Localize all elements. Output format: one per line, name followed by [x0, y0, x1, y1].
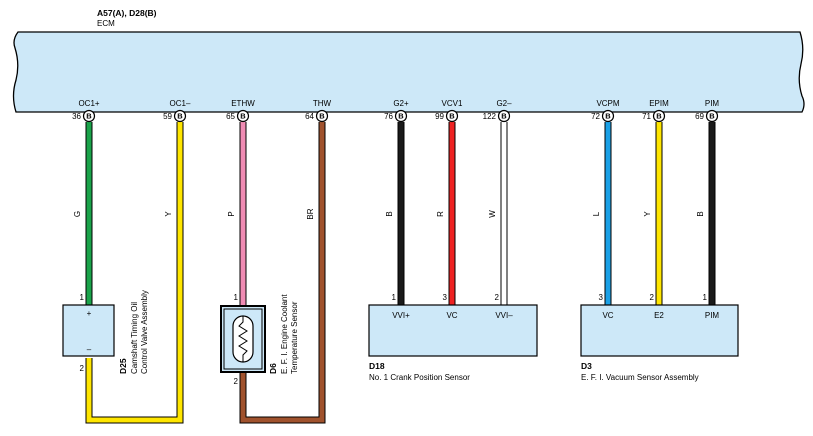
wire-code: P: [227, 211, 236, 216]
d18-body: [368, 304, 538, 357]
d6-name-1: E. F. I. Engine Coolant: [280, 294, 289, 374]
component-d6: 1 2 D6 E. F. I. Engine Coolant Temperatu…: [220, 293, 299, 386]
ecm-pin-name: ETHW: [231, 99, 255, 108]
wire-br-loop: [239, 122, 326, 424]
d25-minus: –: [87, 345, 92, 354]
svg-text:B: B: [709, 112, 715, 121]
ecm-pin-name: VCV1: [442, 99, 463, 108]
d3-pin-num: 1: [703, 293, 708, 302]
wire-y-loop: [85, 122, 184, 424]
d25-pin-bottom: 2: [80, 364, 85, 373]
d3-pin-num: 3: [599, 293, 604, 302]
connector-b-badge: [82, 109, 96, 123]
connector-b-badge: [601, 109, 615, 123]
d18-pin-label: VVI+: [392, 311, 410, 320]
connector-b-badge: [236, 109, 250, 123]
svg-text:B: B: [177, 112, 183, 121]
ecm-pin-name: OC1+: [78, 99, 99, 108]
d25-name-2: Control Valve Assembly: [140, 290, 149, 374]
wire-code: B: [696, 211, 705, 216]
d6-pin-top: 1: [234, 293, 239, 302]
d6-id: D6: [268, 363, 278, 374]
svg-text:B: B: [501, 112, 507, 121]
svg-text:B: B: [605, 112, 611, 121]
ecm-pin-number: 69: [695, 112, 704, 121]
d25-pin-top: 1: [80, 293, 85, 302]
d3-pin-label: PIM: [705, 311, 720, 320]
component-d25: 1 2 + – D25 Camshaft Timing Oil Control …: [62, 290, 149, 374]
d18-id: D18: [369, 361, 385, 371]
d18-pin-num: 2: [495, 293, 500, 302]
ecm-pin-name: THW: [313, 99, 332, 108]
ecm-pin-number: 36: [72, 112, 81, 121]
d3-body: [580, 304, 739, 357]
wire-code: R: [436, 211, 445, 217]
d18-pin-num: 1: [392, 293, 397, 302]
ecm-pin-name: G2+: [393, 99, 409, 108]
svg-text:B: B: [86, 112, 92, 121]
wire-code: Y: [164, 211, 173, 217]
ecm-component-label: ECM: [97, 19, 115, 28]
ecm-pin-number: 64: [305, 112, 314, 121]
ecm-pin-name: G2–: [496, 99, 512, 108]
ecm-pin-name: VCPM: [596, 99, 619, 108]
wire-color-labels: G Y P BR B R W L Y B: [73, 208, 705, 219]
d6-name-2: Temperature Sensor: [290, 301, 299, 374]
svg-text:B: B: [319, 112, 325, 121]
wire-code: Y: [643, 211, 652, 217]
svg-text:B: B: [398, 112, 404, 121]
d18-pin-label: VC: [446, 311, 457, 320]
connector-b-badge: [497, 109, 511, 123]
wire-code: G: [73, 211, 82, 217]
wire-code: B: [385, 211, 394, 216]
connector-b-badge: [652, 109, 666, 123]
svg-text:B: B: [449, 112, 455, 121]
wires: [85, 122, 716, 424]
ecm-pin-name: PIM: [705, 99, 720, 108]
ecm-pin-number: 71: [642, 112, 651, 121]
ecm-pin-number: 122: [483, 112, 497, 121]
d3-pin-label: E2: [654, 311, 664, 320]
connector-b-badge: [315, 109, 329, 123]
connector-b-badge: [705, 109, 719, 123]
wire-code: BR: [306, 208, 315, 219]
component-d18: 1 3 2 VVI+ VC VVI– D18 No. 1 Crank Posit…: [368, 293, 538, 382]
d3-pin-label: VC: [602, 311, 613, 320]
d18-pin-label: VVI–: [495, 311, 513, 320]
d3-name: E. F. I. Vacuum Sensor Assembly: [581, 373, 699, 382]
d25-id: D25: [118, 358, 128, 374]
ecm-connector-label: A57(A), D28(B): [97, 8, 157, 18]
ecm-pin-number: 59: [163, 112, 172, 121]
d25-body: [62, 304, 115, 357]
ecm-pin-number: 76: [384, 112, 393, 121]
d18-name: No. 1 Crank Position Sensor: [369, 373, 470, 382]
ecm-block: [12, 31, 805, 113]
connector-b-badge: [394, 109, 408, 123]
ecm-pin-number: 99: [435, 112, 444, 121]
wire-code: L: [592, 211, 601, 216]
ecm-pin-number: 72: [591, 112, 600, 121]
ecm-pin-number: 65: [226, 112, 235, 121]
svg-text:B: B: [656, 112, 662, 121]
wire-code: W: [488, 210, 497, 218]
d6-pin-bottom: 2: [234, 377, 239, 386]
d3-pin-num: 2: [650, 293, 655, 302]
d3-id: D3: [581, 361, 592, 371]
component-d3: 3 2 1 VC E2 PIM D3 E. F. I. Vacuum Senso…: [580, 293, 739, 382]
d25-plus: +: [87, 309, 92, 318]
d18-pin-num: 3: [443, 293, 448, 302]
connector-b-badge: [445, 109, 459, 123]
ecm-pin-name: OC1–: [170, 99, 191, 108]
ecm-pin-name: EPIM: [649, 99, 669, 108]
d25-name-1: Camshaft Timing Oil: [130, 302, 139, 374]
ecm-pin-terminals: 36 B 59 B 65 B 64 B 76 B 99 B 122 B 72 B…: [72, 109, 719, 123]
svg-text:B: B: [240, 112, 246, 121]
connector-b-badge: [173, 109, 187, 123]
ecm-pin-names: OC1+ OC1– ETHW THW G2+ VCV1 G2– VCPM EPI…: [78, 99, 719, 108]
